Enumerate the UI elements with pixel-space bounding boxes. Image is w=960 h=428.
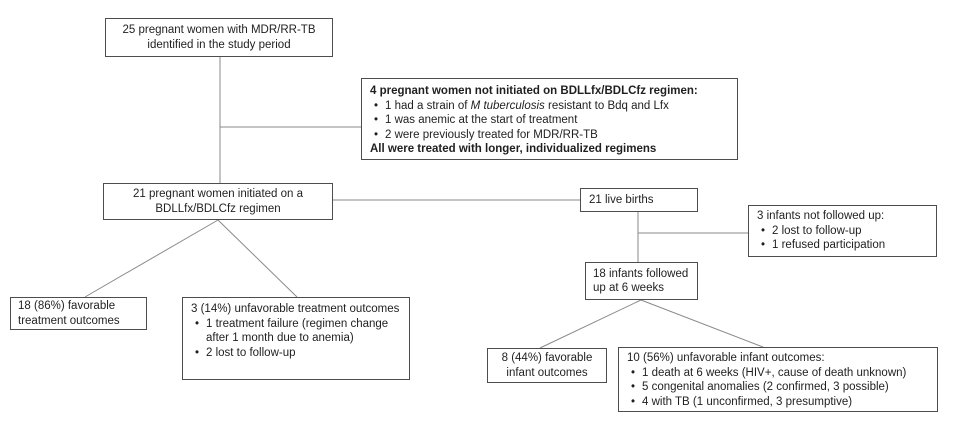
unfavorable-infant-title: 10 (56%) unfavorable infant outcomes:	[627, 352, 825, 364]
box-not-followed: 3 infants not followed up: 2 lost to fol…	[748, 205, 937, 257]
unfavorable-treatment-bullet-2: 2 lost to follow-up	[191, 346, 401, 361]
unfavorable-infant-bullet-3: 4 with TB (1 unconfirmed, 3 presumptive)	[627, 395, 929, 410]
box-favorable-treatment: 18 (86%) favorable treatment outcomes	[10, 297, 147, 330]
unfavorable-infant-bullet-2: 5 congenital anomalies (2 confirmed, 3 p…	[627, 380, 929, 395]
box-unfavorable-treatment: 3 (14%) unfavorable treatment outcomes 1…	[182, 297, 410, 380]
favorable-infant-line-1: 8 (44%) favorable	[501, 352, 593, 364]
strain-pre: 1 had a strain of	[385, 99, 471, 112]
initiated-line-1: 21 pregnant women initiated on a	[132, 188, 304, 200]
not-followed-title: 3 infants not followed up:	[757, 210, 885, 223]
initiated-line-2: BDLLfx/BDLCfz regimen	[155, 202, 281, 215]
followed-line-1: 18 infants followed	[593, 267, 689, 280]
not-followed-bullet-2: 1 refused participation	[757, 238, 928, 253]
box-followed: 18 infants followed up at 6 weeks	[585, 262, 698, 300]
favorable-treatment-line-1: 18 (86%) favorable	[18, 300, 116, 312]
live-births-text: 21 live births	[589, 193, 654, 206]
unfavorable-treatment-bullet-1: 1 treatment failure (regimen change afte…	[191, 317, 401, 346]
strain-italic: M tuberculosis	[470, 99, 545, 112]
not-initiated-bullet-3: 2 were previously treated for MDR/RR-TB	[370, 128, 729, 143]
unfavorable-infant-bullet-1: 1 death at 6 weeks (HIV+, cause of death…	[627, 366, 929, 381]
not-initiated-bullet-strain: 1 had a strain of M tuberculosis resista…	[370, 99, 729, 114]
box-unfavorable-infant: 10 (56%) unfavorable infant outcomes: 1 …	[618, 347, 938, 412]
not-followed-bullet-1: 2 lost to follow-up	[757, 224, 928, 239]
not-initiated-title: 4 pregnant women not initiated on BDLLfx…	[370, 85, 698, 97]
followed-line-2: up at 6 weeks	[593, 282, 664, 294]
box-not-initiated: 4 pregnant women not initiated on BDLLfx…	[361, 78, 738, 160]
favorable-treatment-line-2: treatment outcomes	[18, 314, 120, 327]
favorable-infant-line-2: infant outcomes	[506, 366, 588, 379]
box-identified: 25 pregnant women with MDR/RR-TB identif…	[105, 18, 333, 57]
identified-line-2: identified in the study period	[147, 38, 291, 51]
identified-line-1: 25 pregnant women with MDR/RR-TB	[122, 24, 316, 36]
not-initiated-bullet-2: 1 was anemic at the start of treatment	[370, 113, 729, 128]
unfavorable-treatment-title: 3 (14%) unfavorable treatment outcomes	[191, 303, 400, 315]
box-initiated: 21 pregnant women initiated on a BDLLfx/…	[103, 183, 333, 220]
box-live-births: 21 live births	[580, 188, 698, 212]
strain-post: resistant to Bdq and Lfx	[544, 99, 669, 112]
box-favorable-infant: 8 (44%) favorable infant outcomes	[487, 348, 607, 383]
not-initiated-footer: All were treated with longer, individual…	[370, 143, 657, 155]
